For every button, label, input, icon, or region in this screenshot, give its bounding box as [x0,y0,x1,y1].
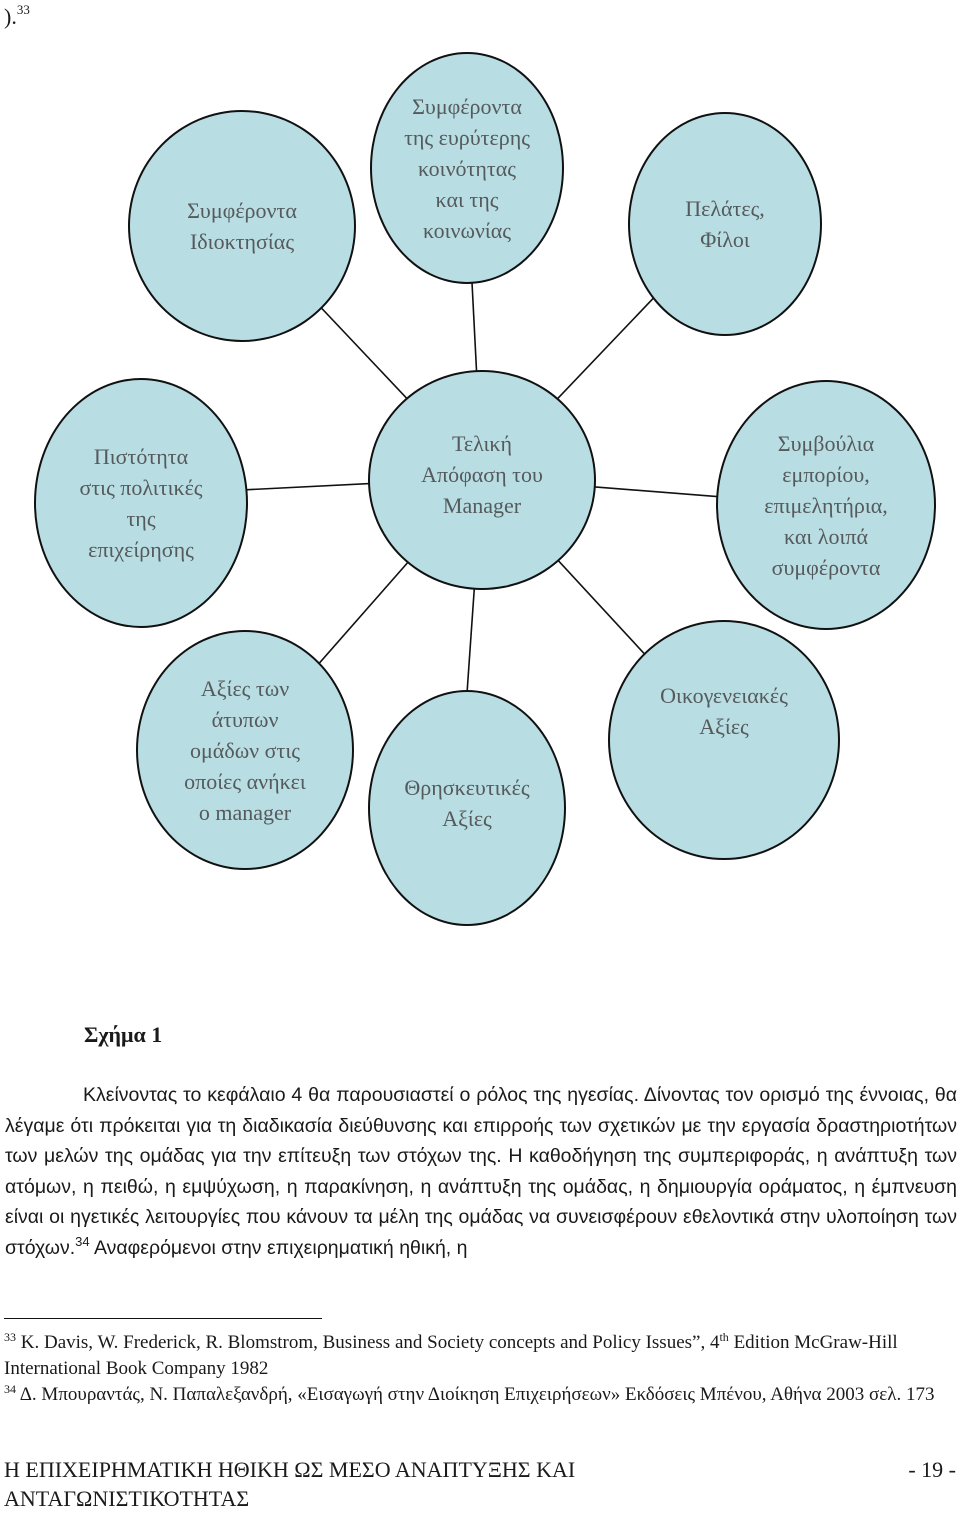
footnotes: 33 K. Davis, W. Frederick, R. Blomstrom,… [4,1330,956,1408]
footnote-33: 33 K. Davis, W. Frederick, R. Blomstrom,… [4,1330,956,1382]
node-line: επιχείρησης [88,537,194,562]
node-line: Απόφαση του [421,462,543,487]
fragment-footnote-ref: 33 [16,2,30,17]
footnote-separator [4,1318,322,1319]
node-line: κοινότητας [418,155,516,181]
body-paragraph: Κλείνοντας το κεφάλαιο 4 θα παρουσιαστεί… [5,1080,957,1264]
footnote-superscript: th [719,1330,729,1344]
node-line: και της [435,186,499,212]
node-line: συμφέροντα [771,554,881,580]
footnote-text-continued: Edition McGraw-Hill International Book C… [4,1332,898,1379]
node-line: και λοιπά [783,523,869,549]
node-line: Πιστότητα [93,444,189,469]
paragraph-text-continued: Αναφερόμενοι στην επιχειρηματική ηθική, … [89,1236,468,1259]
footer-title: Η ΕΠΙΧΕΙΡΗΜΑΤΙΚΗ ΗΘΙΚΗ ΩΣ ΜΕΣΟ ΑΝΑΠΤΥΞΗΣ… [4,1457,576,1511]
node-family-values: Οικογενειακές Αξίες [608,620,840,860]
fragment-text: ). [4,4,17,29]
node-line: εμπορίου, [782,461,870,487]
node-informal-groups: Αξίες των άτυπων ομάδων στις οποίες ανήκ… [136,630,354,870]
node-religious-values: Θρησκευτικές Αξίες [368,690,566,926]
node-line: Αξίες [442,806,492,831]
node-line: Συμφέροντα [412,93,522,119]
footnote-ref-34: 34 [75,1233,90,1249]
footnote-text: Δ. Μπουραντάς, Ν. Παπαλεξανδρή, «Εισαγωγ… [16,1384,935,1405]
node-line: Ιδιοκτησίας [189,229,295,254]
node-line: της ευρύτερης [404,124,530,150]
node-line: ομάδων στις [190,737,300,763]
node-line: Φίλοι [700,227,750,252]
node-line: Manager [442,493,522,518]
footnote-number: 34 [4,1382,16,1396]
node-line: Αξίες [699,714,749,739]
node-community-interests: Συμφέροντα της ευρύτερης κοινότητας και … [370,52,564,284]
paragraph-text: Κλείνοντας το κεφάλαιο 4 θα παρουσιαστεί… [5,1084,957,1259]
node-line: Συμβούλια [777,430,875,456]
node-trade-councils: Συμβούλια εμπορίου, επιμελητήρια, και λο… [716,380,936,630]
node-line: της [126,506,156,531]
footnote-34: 34 Δ. Μπουραντάς, Ν. Παπαλεξανδρή, «Εισα… [4,1382,956,1408]
node-line: κοινωνίας [422,217,512,243]
node-manager-final-decision: Τελική Απόφαση του Manager [368,370,596,590]
node-line: οποίες ανήκει [184,768,306,794]
node-line: επιμελητήρια, [764,492,888,518]
node-customers-friends: Πελάτες, Φίλοι [628,112,822,336]
figure-caption: Σχήμα 1 [84,1022,163,1047]
node-line: Τελική [451,431,513,456]
node-line: άτυπων [211,706,279,732]
node-line: στις πολιτικές [79,475,203,500]
node-line: Πελάτες, [685,196,765,221]
node-line: Οικογενειακές [660,683,788,708]
node-line: Θρησκευτικές [404,775,530,800]
node-ownership-interests: Συμφέροντα Ιδιοκτησίας [128,110,356,342]
node-company-policies: Πιστότητα στις πολιτικές της επιχείρησης [34,378,248,628]
footnote-text: K. Davis, W. Frederick, R. Blomstrom, Bu… [16,1332,720,1353]
page-number: - 19 - [908,1457,956,1482]
footnote-number: 33 [4,1330,16,1344]
previous-page-fragment: ).33 [4,2,30,30]
stakeholder-diagram: Συμφέροντα της ευρύτερης κοινότητας και … [34,52,936,926]
node-line: Αξίες των [200,675,290,701]
node-line: ο manager [198,799,292,825]
node-line: Συμφέροντα [187,198,297,223]
